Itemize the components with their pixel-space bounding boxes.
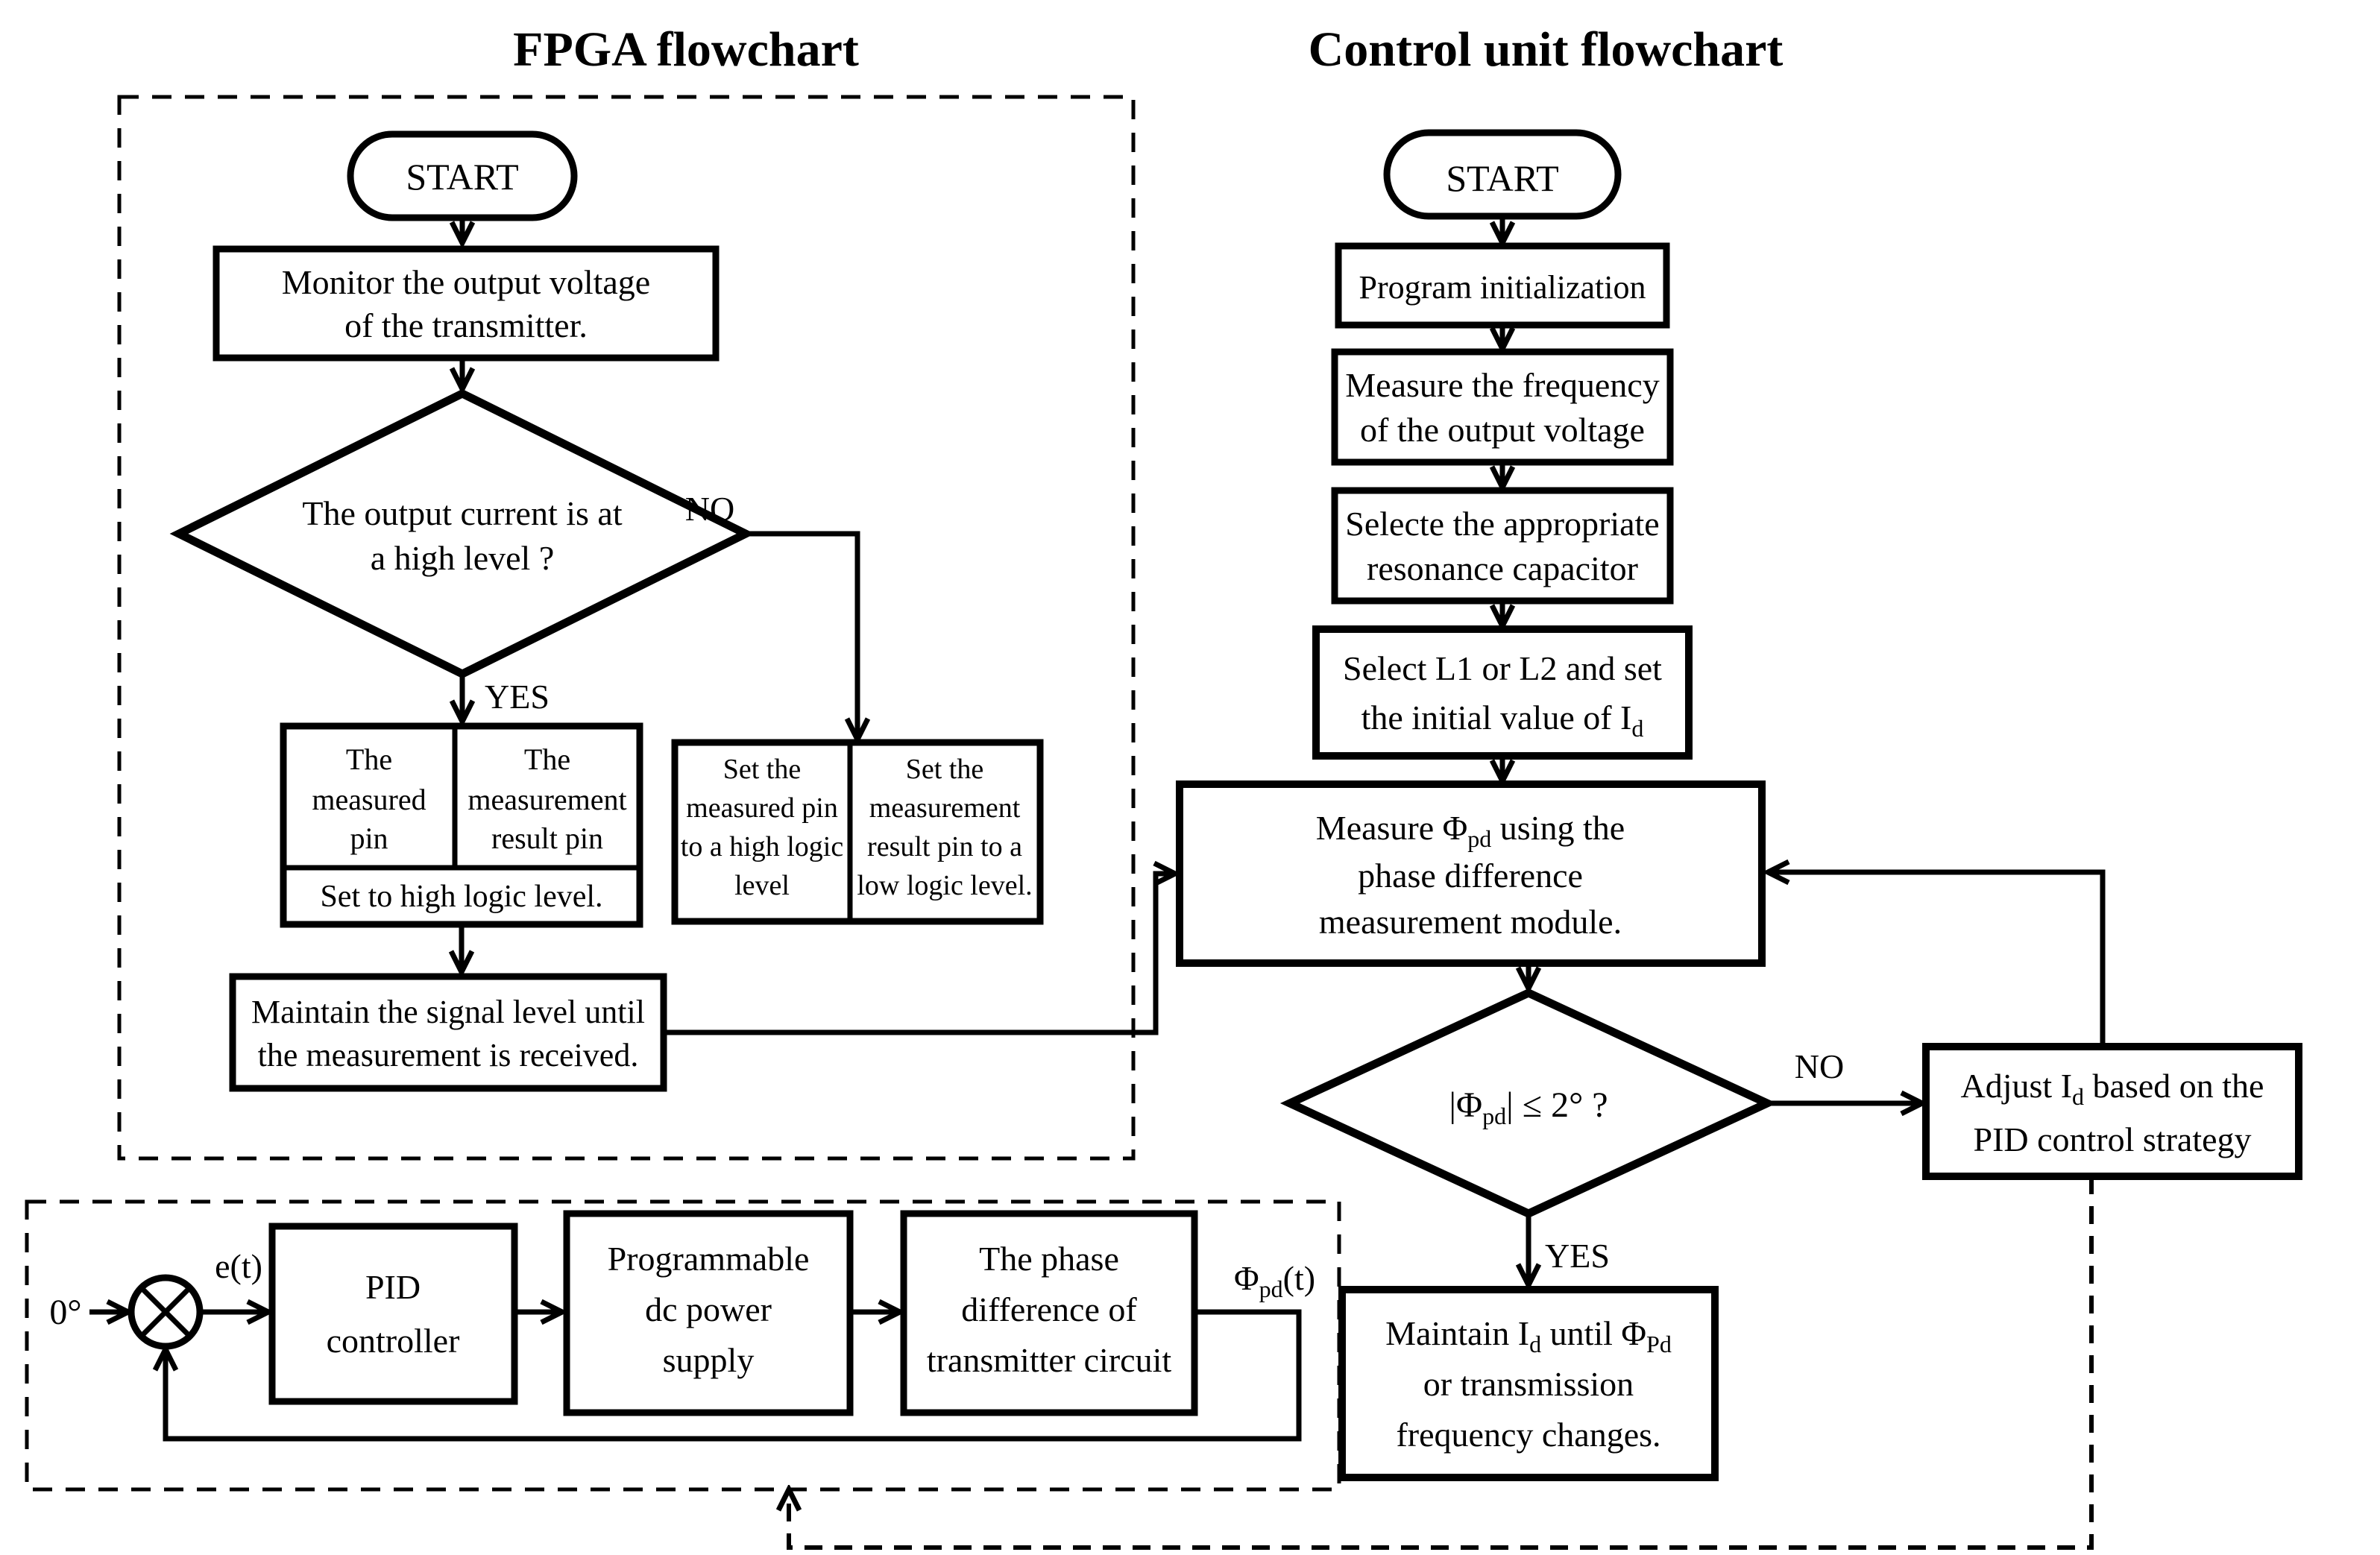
phase-difference-line1: The phase [979,1240,1119,1278]
fpga-yes-label: YES [485,678,550,716]
result-pin-cell-line3: result pin [491,821,603,855]
dc-power-supply-line3: supply [663,1341,755,1379]
pid-loop-dashed-frame [25,1199,1341,1492]
measure-phase-line1: Measure Φpd using the [1316,809,1625,852]
fpga-start-label: START [406,156,518,198]
phase-difference-line3: transmitter circuit [927,1341,1171,1379]
fpga-to-control-connector [664,874,1175,1035]
fpga-title: FPGA flowchart [513,22,859,77]
maintain-signal-line1: Maintain the signal level until [251,994,645,1030]
set-low-box [671,739,1044,925]
adjust-id-box [1922,1043,2302,1180]
adjust-to-measure-feedback-line [1768,872,2106,1047]
adjust-to-pidloop-dashed-line [789,1176,2094,1550]
select-inductor-line2: the initial value of Id [1361,698,1644,742]
phase-difference-line2: difference of [961,1290,1137,1328]
set-low-right-line1: Set the [906,754,983,785]
result-pin-cell-line1: The [524,742,570,776]
fpga-decision-diamond [169,388,755,679]
pid-controller-box [268,1223,518,1405]
measured-pin-cell-line1: The [346,742,392,776]
measured-pin-cell-line2: measured [312,783,426,816]
program-init-label: Program initialization [1359,269,1646,306]
set-high-bottom-label: Set to high logic level. [320,880,602,914]
error-signal-label: e(t) [215,1247,262,1285]
control-title: Control unit flowchart [1309,22,1784,77]
select-capacitor-line2: resonance capacitor [1367,549,1638,587]
adjust-id-line2: PID control strategy [1973,1120,2251,1158]
set-low-left-line4: level [734,870,790,901]
setpoint-label: 0° [49,1293,81,1332]
dc-power-supply-line2: dc power [645,1290,772,1328]
control-yes-label: YES [1545,1237,1610,1275]
pid-controller-line1: PID [365,1268,421,1306]
measured-pin-cell-line3: pin [350,821,388,855]
set-low-left-line1: Set the [723,754,801,785]
select-inductor-line1: Select L1 or L2 and set [1343,649,1662,687]
measure-phase-line2: phase difference [1358,857,1583,895]
maintain-id-line2: or transmission [1423,1365,1634,1403]
set-low-left-line3: to a high logic [681,831,843,862]
control-start-label: START [1446,157,1558,199]
measure-frequency-line2: of the output voltage [1360,411,1645,449]
measure-phase-box [1176,780,1766,967]
set-low-right-line3: result pin to a [867,831,1022,862]
maintain-signal-line2: the measurement is received. [258,1037,639,1073]
loop-feedback-line [166,1309,1302,1442]
measure-phase-line3: measurement module. [1319,903,1622,941]
measure-frequency-box [1331,348,1674,466]
fpga-decision-line1: The output current is at [302,494,622,532]
set-low-right-line4: low logic level. [857,870,1032,901]
fpga-no-branch-line [746,531,857,739]
set-low-right-line2: measurement [869,792,1021,824]
monitor-voltage-line1: Monitor the output voltage [282,263,650,301]
maintain-signal-box [229,973,667,1092]
phase-difference-box [900,1210,1198,1416]
program-init-box [1335,242,1670,329]
fpga-dashed-frame [117,95,1136,1161]
phase-decision-label: |Φpd| ≤ 2° ? [1449,1085,1608,1129]
adjust-id-line1: Adjust Id based on the [1961,1067,2264,1110]
pid-controller-line2: controller [327,1322,460,1360]
summing-junction-cross-2 [139,1286,192,1338]
maintain-id-line1: Maintain Id until ΦPd [1385,1314,1672,1357]
pid-loop-diagram: 0° e(t) PID controller Programmable dc p… [25,1199,1341,1492]
measure-frequency-line1: Measure the frequency [1345,366,1659,404]
monitor-voltage-box [212,245,720,362]
select-capacitor-line1: Selecte the appropriate [1345,505,1659,543]
dc-power-supply-box [563,1210,854,1416]
control-unit-flowchart: Control unit flowchart START Program ini… [789,22,2302,1550]
monitor-voltage-line2: of the transmitter. [344,306,588,344]
fpga-flowchart: FPGA flowchart START Monitor the output … [117,22,1175,1161]
phase-output-label: Φpd(t) [1234,1259,1315,1302]
maintain-id-line3: frequency changes. [1396,1416,1660,1454]
maintain-id-box [1338,1286,1719,1481]
control-no-label: NO [1795,1047,1844,1085]
result-pin-cell-line2: measurement [468,783,626,816]
fpga-no-label: NO [685,490,734,528]
dc-power-supply-line1: Programmable [608,1240,810,1278]
set-low-left-line2: measured pin [686,792,838,824]
fpga-decision-line2: a high level ? [371,539,555,577]
set-high-box [280,722,643,928]
